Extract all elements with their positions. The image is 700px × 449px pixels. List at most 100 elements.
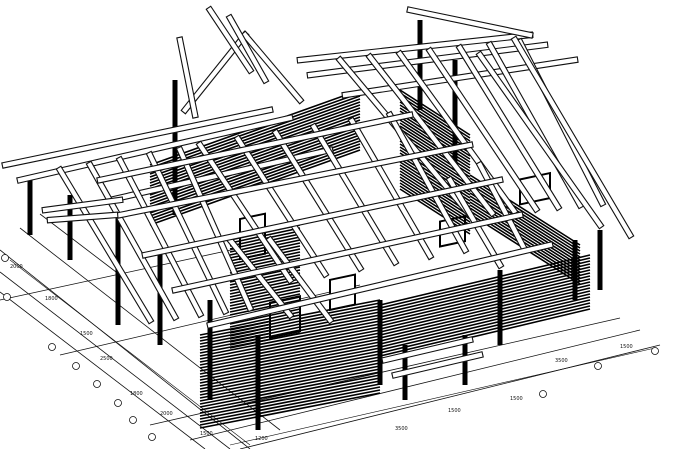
frame-line	[382, 337, 473, 363]
frame-line	[199, 347, 381, 384]
frame-line	[379, 263, 591, 315]
dim-label: 1500	[510, 396, 523, 402]
axis-marker	[93, 380, 101, 388]
frame-line	[427, 48, 539, 212]
frame-line	[229, 293, 301, 310]
frame-line	[199, 389, 381, 426]
frame-line	[379, 260, 591, 312]
frame-line	[199, 320, 381, 357]
frame-line	[379, 281, 591, 333]
frame-line	[379, 287, 591, 339]
frame-line	[379, 296, 591, 348]
frame-line	[396, 50, 518, 215]
frame-line	[379, 257, 591, 309]
frame-line	[266, 236, 334, 324]
frame-line	[379, 275, 591, 327]
frame-line	[229, 332, 301, 349]
frame-line	[342, 57, 578, 98]
frame-line	[379, 293, 591, 345]
frame-line	[399, 89, 471, 136]
frame-line	[235, 136, 328, 277]
frame-line	[379, 284, 591, 336]
frame-line	[199, 323, 381, 360]
axis-marker	[651, 347, 659, 355]
frame-line	[469, 189, 581, 261]
axis-markers	[1, 254, 659, 441]
dim-label: 2500	[100, 356, 113, 362]
frame-line	[149, 146, 361, 223]
frame-line	[379, 299, 591, 351]
frame-line	[297, 32, 533, 63]
axis-marker	[594, 362, 602, 370]
frame-line	[407, 7, 533, 38]
frame-line	[229, 323, 301, 340]
dim-label: 1800	[45, 296, 58, 302]
frame-line	[399, 125, 471, 172]
dim-label: 1500	[80, 331, 93, 337]
frame-line	[512, 37, 633, 238]
frame-line	[199, 365, 381, 402]
frame-line	[199, 350, 381, 387]
frame-line	[199, 380, 381, 417]
frame-line	[229, 290, 301, 307]
frame-line	[477, 52, 603, 228]
frame-line	[399, 182, 471, 229]
front-dimension-line: 1200 3500 1500 1500 3500 1500	[9, 259, 656, 446]
frame-line	[199, 338, 381, 375]
axis-marker	[114, 399, 122, 407]
frame-line	[207, 7, 253, 73]
frame-line	[177, 37, 198, 118]
axis-marker	[1, 254, 9, 262]
frame-line	[117, 142, 473, 218]
frame-line	[229, 287, 301, 304]
frame-line	[227, 15, 268, 83]
dim-label: 1200	[255, 436, 268, 442]
dim-label: 1500	[448, 408, 461, 414]
frame-line	[199, 356, 381, 393]
axis-marker	[539, 390, 547, 398]
frame-line	[379, 278, 591, 330]
axis-marker	[72, 362, 80, 370]
frame-line	[229, 284, 301, 301]
frame-line	[149, 143, 361, 220]
frame-line	[87, 162, 178, 320]
dim-label: 2000	[160, 411, 173, 417]
frame-line	[229, 248, 301, 265]
frame-line	[379, 302, 591, 354]
frame-line	[199, 341, 381, 378]
frame-line	[199, 392, 381, 429]
frame-line	[469, 177, 581, 249]
axis-marker	[148, 433, 156, 441]
frame-line	[199, 344, 381, 381]
frame-line	[2, 107, 273, 168]
frame-line	[349, 118, 433, 259]
dim-label: 1500	[620, 344, 633, 350]
axis-marker	[48, 343, 56, 351]
frame-line	[199, 332, 381, 369]
roof-framing	[1, 5, 635, 329]
frame-line	[469, 180, 581, 252]
frame-line	[172, 212, 523, 293]
frame-line	[42, 197, 123, 213]
frame-line	[469, 201, 581, 273]
frame-line	[57, 167, 153, 323]
frame-line	[149, 116, 361, 193]
side-dimension-line: 2000 1800 1500 2500 1800 2000 1500	[10, 264, 213, 437]
frame-line	[199, 362, 381, 399]
frame-line	[379, 305, 591, 357]
frame-line	[229, 299, 301, 316]
frame-line	[469, 183, 581, 255]
frame-line	[207, 242, 553, 328]
frame-line	[199, 353, 381, 390]
frame-line	[273, 130, 363, 271]
frame-line	[149, 113, 361, 190]
frame-line	[477, 162, 528, 253]
frame-line	[399, 185, 471, 232]
frame-line	[199, 383, 381, 420]
frame-line	[229, 254, 301, 271]
frame-line	[199, 386, 381, 423]
frame-line	[197, 142, 293, 283]
axis-marker	[129, 416, 137, 424]
frame-line	[379, 254, 591, 306]
